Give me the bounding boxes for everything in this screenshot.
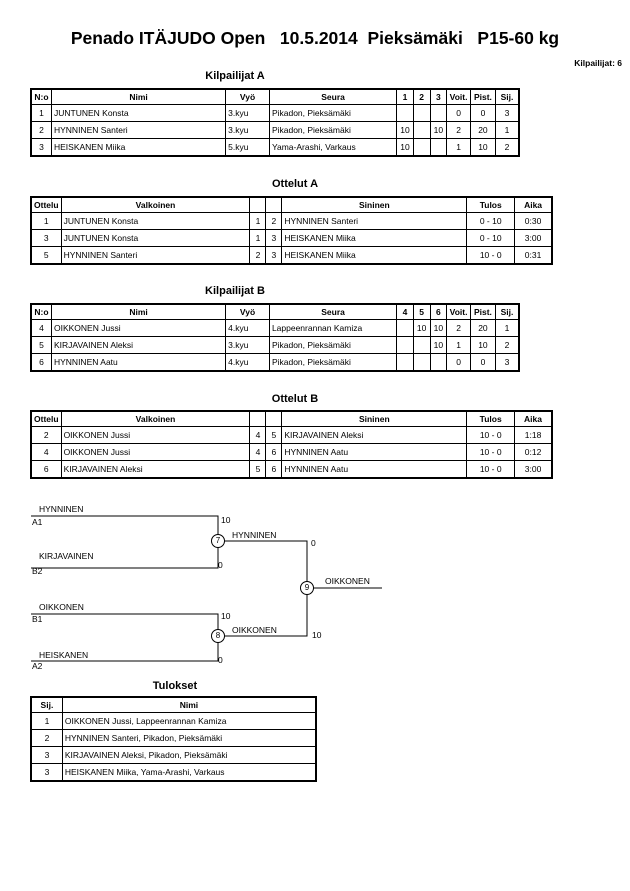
pool-b-table: N:o Nimi Vyö Seura 4 5 6 Voit. Pist. Sij… — [30, 303, 520, 372]
bracket-m8-winner: OIKKONEN — [232, 625, 277, 635]
col-place: Sij. — [31, 697, 63, 713]
bracket-top1-name: HYNNINEN — [39, 504, 84, 514]
bracket-m7-winner: HYNNINEN — [232, 530, 277, 540]
pool-a-heading: Kilpailijat A — [205, 70, 265, 82]
bracket-bot2-name: HEISKANEN — [39, 650, 89, 660]
bracket-top1-seed: A1 — [32, 517, 43, 527]
pool-a-table: N:o Nimi Vyö Seura 1 2 3 Voit. Pist. Sij… — [30, 88, 520, 157]
competitor-count: Kilpailijat: 6 — [574, 58, 622, 68]
pool-b-heading: Kilpailijat B — [205, 285, 265, 297]
bracket-top2-seed: B2 — [32, 566, 43, 576]
bracket-champion: OIKKONEN — [325, 576, 370, 586]
bracket-m8-final-score: 10 — [312, 630, 322, 640]
matches-b-heading: Ottelut B — [271, 393, 319, 405]
bracket-top2-score: 0 — [218, 560, 223, 570]
match-9-circle: 9 — [300, 581, 314, 595]
results-header: Sij. Nimi — [31, 697, 317, 713]
matches-b-header: Ottelu Valkoinen Sininen Tulos Aika — [31, 411, 552, 427]
bracket-top2-name: KIRJAVAINEN — [39, 551, 94, 561]
bracket-top1-score: 10 — [221, 515, 231, 525]
bracket-bot1-seed: B1 — [32, 614, 43, 624]
bracket-bot1-name: OIKKONEN — [39, 602, 84, 612]
bracket-bot1-score: 10 — [221, 611, 231, 621]
bracket-m7-final-score: 0 — [311, 538, 316, 548]
col-name: Nimi — [61, 697, 317, 713]
bracket-line-m7-out — [218, 540, 308, 588]
page-title: Penado ITÄJUDO Open 10.5.2014 Pieksämäki… — [70, 28, 560, 48]
matches-a-heading: Ottelut A — [271, 178, 319, 190]
results-heading: Tulokset — [152, 680, 198, 692]
bracket-line-m8-out — [218, 588, 308, 637]
matches-a-header: Ottelu Valkoinen Sininen Tulos Aika — [31, 197, 552, 213]
match-8-circle: 8 — [211, 629, 225, 643]
match-7-circle: 7 — [211, 534, 225, 548]
pool-b-header: N:o Nimi Vyö Seura 4 5 6 Voit. Pist. Sij… — [31, 304, 520, 320]
bracket-bot2-seed: A2 — [32, 661, 43, 671]
bracket-bot2-score: 0 — [218, 655, 223, 665]
